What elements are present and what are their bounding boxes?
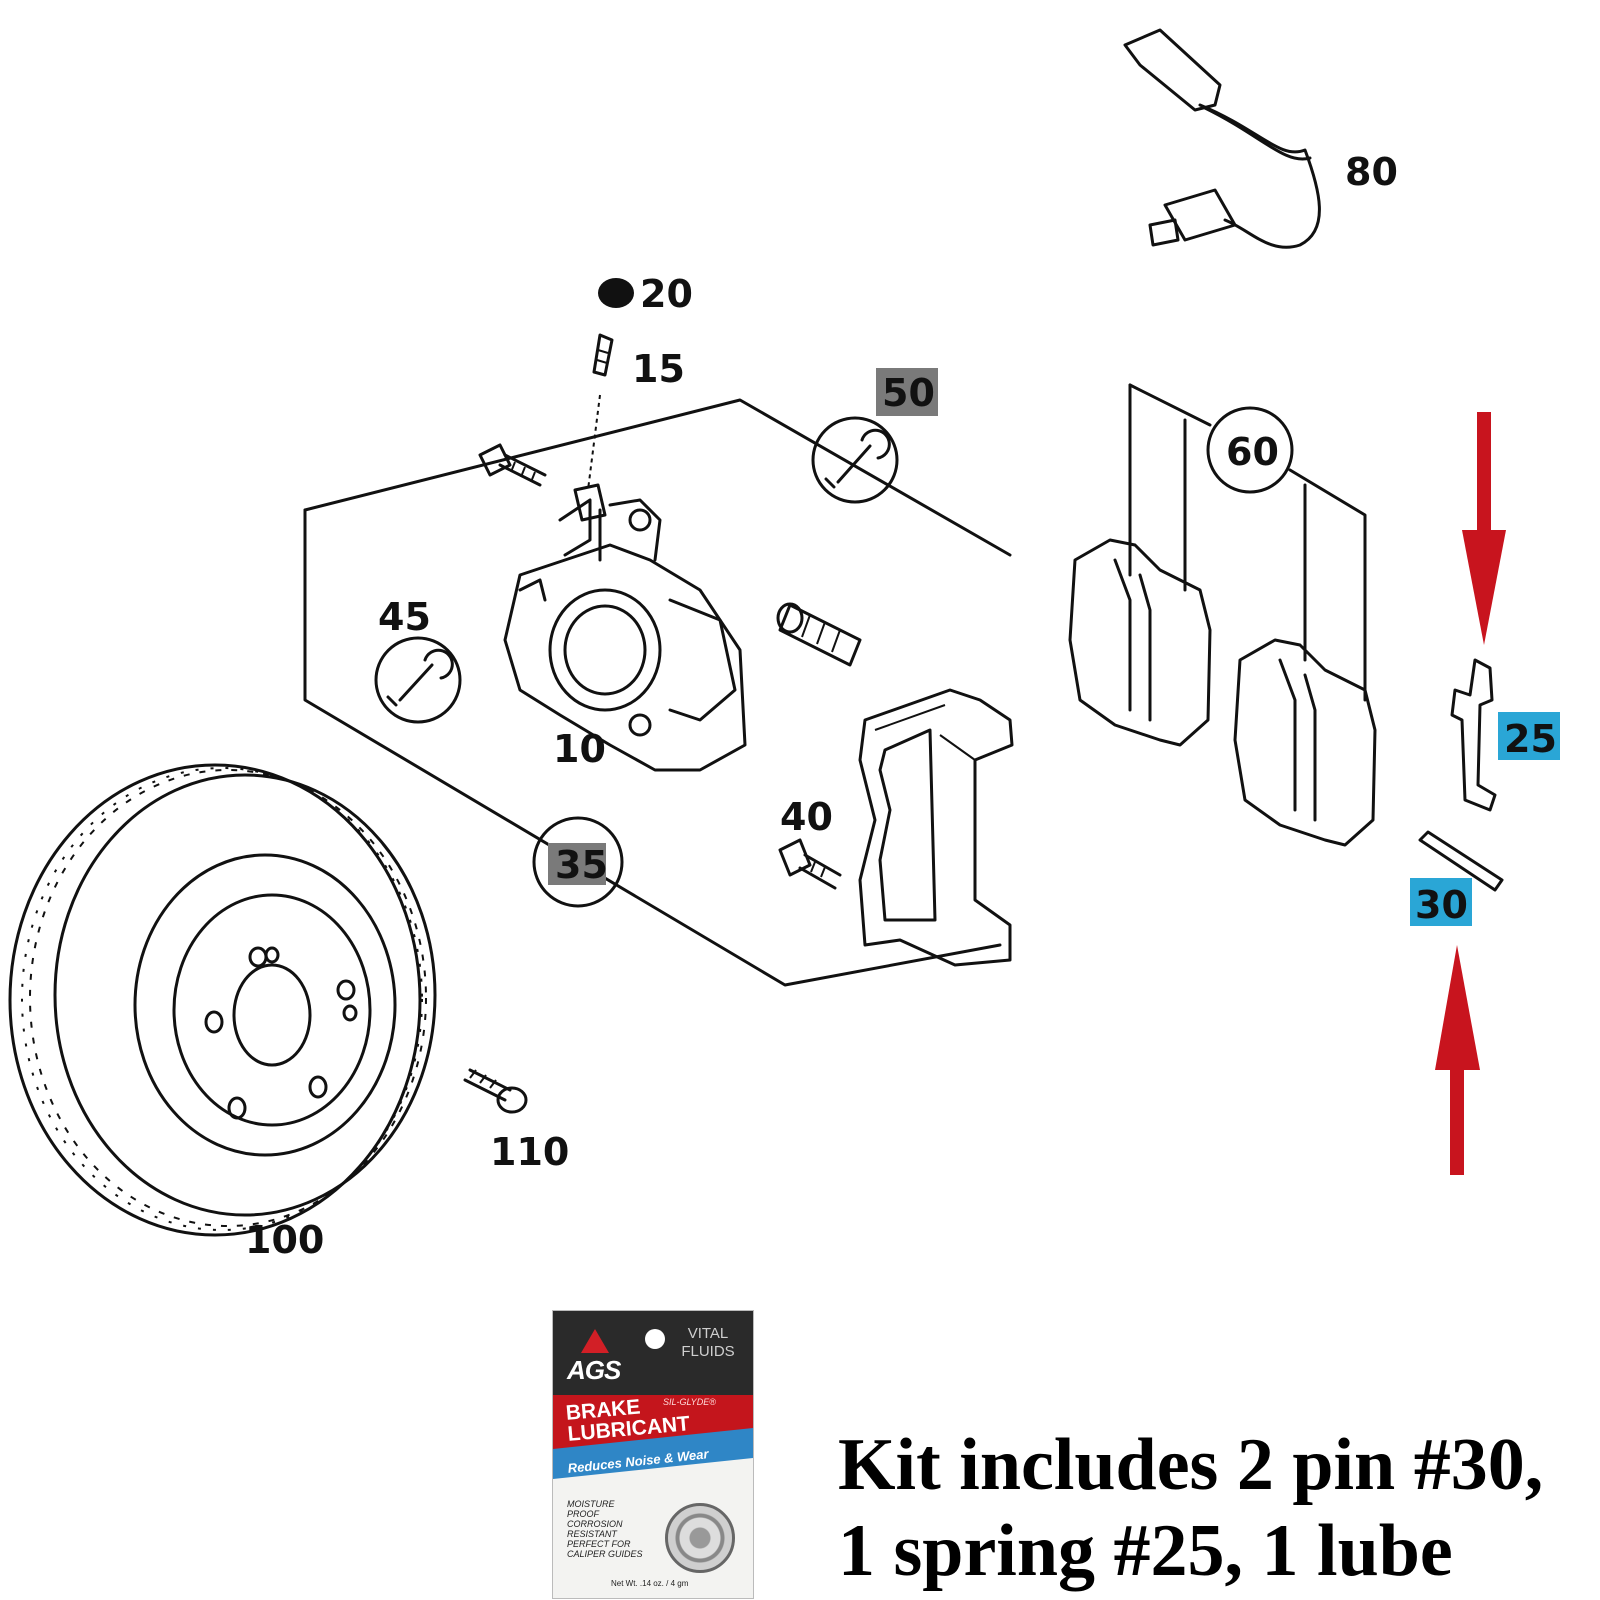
label-part-80: 80 xyxy=(1345,150,1398,194)
packet-brand: AGS xyxy=(567,1355,621,1385)
label-part-20: 20 xyxy=(640,272,693,316)
label-part-10: 10 xyxy=(553,727,606,771)
wrench-icon-50 xyxy=(811,416,899,504)
brake-rotor-100 xyxy=(8,763,437,1237)
brake-lubricant-packet: AGS VITAL FLUIDS SIL-GLYDE® BRAKE LUBRIC… xyxy=(552,1310,754,1599)
label-part-40: 40 xyxy=(780,795,833,839)
guide-pin-30 xyxy=(1418,830,1504,892)
caliper-bolt-upper xyxy=(478,443,547,487)
dust-cap-20 xyxy=(598,278,634,308)
bleeder-screw-15 xyxy=(573,333,614,522)
assembly-outline xyxy=(303,398,1012,987)
highlight-box-50 xyxy=(876,368,938,416)
label-part-25: 25 xyxy=(1504,717,1557,761)
packet-features: MOISTURE PROOF CORROSION RESISTANT PERFE… xyxy=(567,1499,643,1559)
packet-net-weight: Net Wt. .14 oz. / 4 gm xyxy=(611,1579,689,1588)
label-part-110: 110 xyxy=(490,1130,569,1174)
packet-vital-fluids: VITAL FLUIDS xyxy=(681,1325,735,1360)
label-part-60: 60 xyxy=(1226,430,1279,474)
red-arrow-up xyxy=(1435,945,1480,1175)
caliper-bracket xyxy=(858,688,1014,967)
label-part-15: 15 xyxy=(632,347,685,391)
guide-pin xyxy=(776,602,862,667)
kit-contents-line-1: Kit includes 2 pin #30, xyxy=(838,1424,1544,1506)
callout-circle-35 xyxy=(532,816,624,908)
packet-sil-glyde: SIL-GLYDE® xyxy=(663,1397,716,1407)
kit-contents-caption: Kit includes 2 pin #30, 1 spring #25, 1 … xyxy=(838,1422,1598,1594)
bracket-bolt-40 xyxy=(778,838,842,890)
label-part-100: 100 xyxy=(245,1218,324,1262)
wrench-icon-45 xyxy=(374,636,462,724)
hang-hole xyxy=(645,1329,665,1349)
highlight-box-25 xyxy=(1498,712,1560,760)
highlight-box-30 xyxy=(1410,878,1472,926)
label-part-50: 50 xyxy=(882,371,935,415)
label-part-30: 30 xyxy=(1415,883,1468,927)
red-arrow-down xyxy=(1462,412,1506,645)
packet-header xyxy=(553,1311,753,1395)
rotor-screw-110 xyxy=(463,1068,528,1114)
wear-sensor-80 xyxy=(1123,28,1321,249)
caliper-housing-10 xyxy=(503,498,747,772)
brake-pads-60 xyxy=(1068,383,1377,847)
anti-rattle-spring-25 xyxy=(1450,658,1497,812)
label-part-45: 45 xyxy=(378,595,431,639)
kit-contents-line-2: 1 spring #25, 1 lube xyxy=(838,1510,1453,1592)
rotor-picture-icon xyxy=(665,1503,735,1573)
ags-logo-triangle-icon xyxy=(581,1329,609,1353)
label-part-35: 35 xyxy=(555,843,608,887)
